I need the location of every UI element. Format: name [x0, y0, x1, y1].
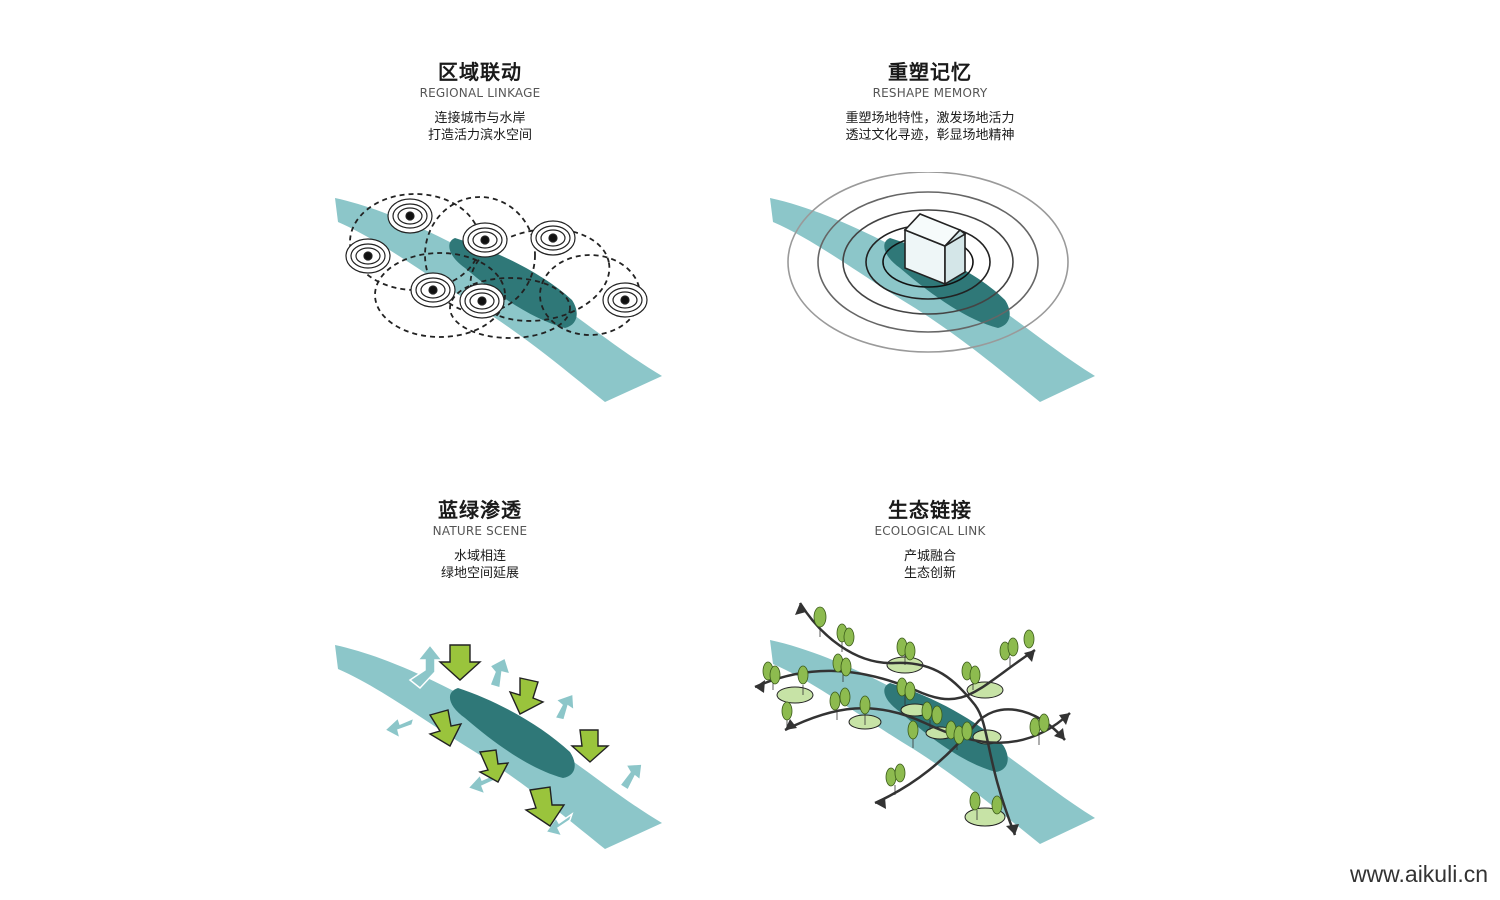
panel-description: 水域相连 绿地空间延展: [315, 548, 645, 582]
panel-nature-scene: 蓝绿渗透 NATURE SCENE 水域相连 绿地空间延展: [315, 498, 645, 582]
description-line: 产城融合: [903, 549, 956, 564]
regional-linkage-diagram: [335, 193, 662, 402]
tree-icon: [797, 665, 809, 695]
outward-blue-arrows: [383, 643, 643, 838]
concentric-rings: [787, 172, 1069, 353]
river-core: [449, 238, 577, 328]
panel-subtitle: RESHAPE MEMORY: [872, 86, 988, 100]
blue-arrow: [488, 656, 512, 689]
tree-icon: [896, 637, 916, 665]
panel-title: 区域联动: [438, 60, 522, 84]
trees: [762, 606, 1050, 820]
reshape-memory-diagram: [770, 172, 1095, 402]
blue-arrow: [383, 716, 416, 740]
tree-icon: [999, 629, 1035, 667]
panel-reshape-memory: 重塑记忆 RESHAPE MEMORY 重塑场地特性，激发场地活力 透过文化寻迹…: [765, 60, 1095, 144]
node-targets: [345, 198, 648, 319]
blue-arrow: [408, 643, 444, 690]
panel-subtitle: REGIONAL LINKAGE: [419, 86, 541, 100]
panel-title: 重塑记忆: [888, 60, 972, 84]
node-target: [410, 272, 456, 308]
panel-subtitle: ECOLOGICAL LINK: [874, 524, 986, 538]
panel-header: 蓝绿渗透 NATURE SCENE 水域相连 绿地空间延展: [315, 498, 645, 582]
blue-arrow: [618, 763, 643, 792]
tree-icon: [859, 695, 871, 725]
green-arrow: [438, 644, 482, 681]
green-arrow: [570, 729, 610, 763]
green-arrow: [478, 749, 510, 783]
node-target: [345, 238, 391, 274]
node-target: [387, 198, 433, 234]
river-core: [449, 688, 575, 778]
house-icon: [903, 213, 967, 286]
tree-icon: [781, 701, 793, 730]
tree-icon: [969, 791, 1003, 820]
description-line: 打造活力滨水空间: [427, 128, 532, 143]
tree-icon: [813, 606, 827, 637]
green-arrow: [428, 709, 463, 747]
river: [770, 198, 1095, 402]
panel-title: 生态链接: [888, 498, 972, 522]
panel-description: 重塑场地特性，激发场地活力 透过文化寻迹，彰显场地精神: [765, 110, 1095, 144]
description-line: 连接城市与水岸: [434, 111, 526, 126]
tree-icon: [961, 661, 981, 690]
tree-icon: [921, 701, 943, 730]
tree-icon: [829, 687, 851, 720]
node-target: [459, 283, 505, 319]
panel-ecological-link: 生态链接 ECOLOGICAL LINK 产城融合 生态创新: [765, 498, 1095, 582]
tree-icon: [832, 653, 852, 682]
ecological-link-diagram: [754, 602, 1095, 844]
watermark: www.aikuli.cn: [1349, 861, 1488, 887]
node-target: [462, 222, 508, 258]
tree-icon: [945, 720, 973, 750]
description-line: 透过文化寻迹，彰显场地精神: [845, 128, 1015, 143]
inward-green-arrows: [428, 644, 610, 827]
description-line: 绿地空间延展: [440, 566, 519, 581]
tree-icon: [836, 623, 855, 652]
panel-title: 蓝绿渗透: [438, 498, 522, 522]
description-line: 重塑场地特性，激发场地活力: [845, 111, 1015, 126]
panel-header: 区域联动 REGIONAL LINKAGE 连接城市与水岸 打造活力滨水空间: [315, 60, 645, 144]
tree-icon: [1029, 713, 1050, 745]
river: [335, 645, 662, 849]
tree-icon: [896, 677, 916, 705]
description-line: 生态创新: [903, 566, 956, 581]
panel-subtitle: NATURE SCENE: [432, 524, 528, 538]
arrow-heads: [755, 603, 1070, 835]
panel-header: 生态链接 ECOLOGICAL LINK 产城融合 生态创新: [765, 498, 1095, 582]
blue-arrow: [553, 692, 575, 721]
panel-description: 产城融合 生态创新: [765, 548, 1095, 582]
nature-scene-diagram: [335, 643, 662, 849]
tree-icon: [885, 763, 906, 795]
tree-icon: [762, 661, 781, 690]
node-target: [530, 220, 576, 256]
node-target: [602, 282, 648, 318]
description-line: 水域相连: [453, 549, 506, 564]
tree-icon: [907, 720, 919, 748]
river: [770, 640, 1095, 844]
panel-description: 连接城市与水岸 打造活力滨水空间: [315, 110, 645, 144]
panel-header: 重塑记忆 RESHAPE MEMORY 重塑场地特性，激发场地活力 透过文化寻迹…: [765, 60, 1095, 144]
green-arrow: [508, 677, 545, 715]
green-arrow: [524, 786, 566, 827]
panel-regional-linkage: 区域联动 REGIONAL LINKAGE 连接城市与水岸 打造活力滨水空间: [315, 60, 645, 144]
